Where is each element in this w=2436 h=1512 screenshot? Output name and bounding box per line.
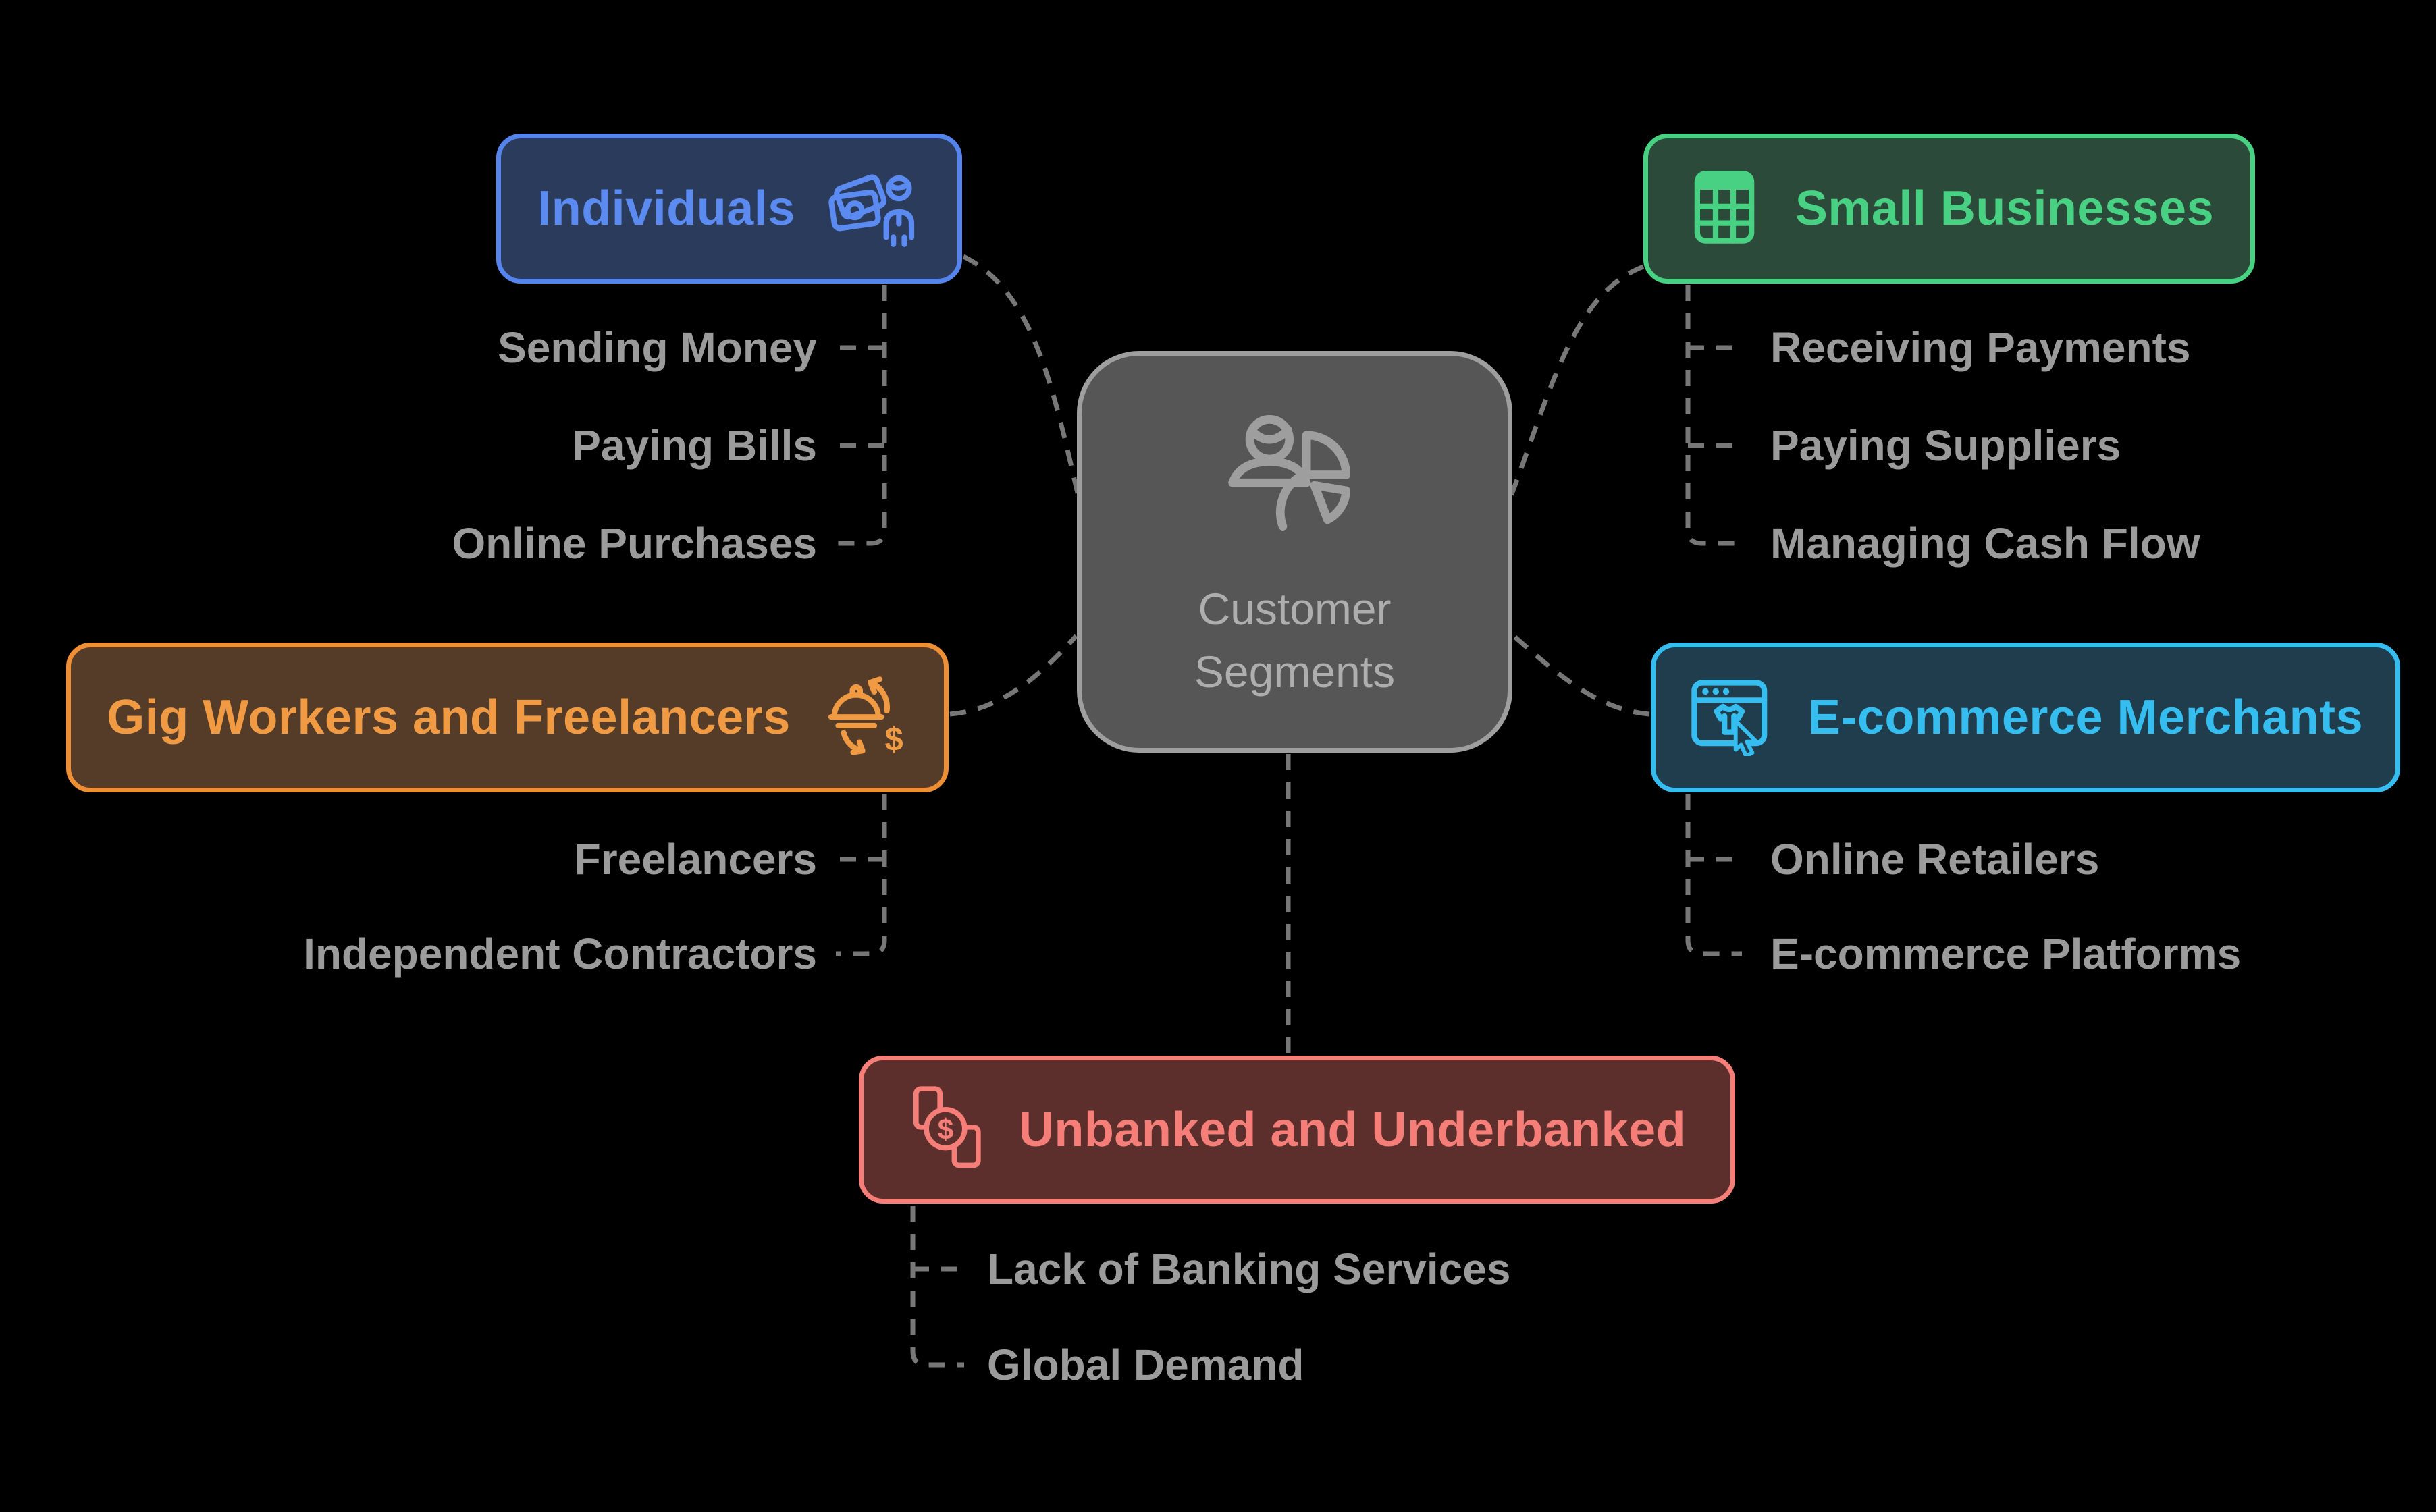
child-label-online-retailers[interactable]: Online Retailers <box>1770 835 2100 884</box>
branch-node-individuals[interactable]: Individuals <box>496 134 962 284</box>
cash-transfer-icon: $ <box>908 1084 988 1175</box>
child-label-lack-of-banking-services[interactable]: Lack of Banking Services <box>987 1245 1511 1293</box>
child-label-freelancers[interactable]: Freelancers <box>574 835 817 884</box>
child-label-managing-cash-flow[interactable]: Managing Cash Flow <box>1770 519 2200 568</box>
connector-ecom-center <box>1512 634 1650 717</box>
browser-shopping-cursor-icon <box>1688 676 1777 759</box>
child-label-sending-money[interactable]: Sending Money <box>498 323 817 372</box>
branch-node-gig-workers[interactable]: Gig Workers and Freelancers $ <box>66 643 949 792</box>
connector-individuals-center <box>962 254 1081 497</box>
food-money-exchange-icon: $ <box>822 673 908 763</box>
branch-node-ecommerce-merchants[interactable]: E-commerce Merchants <box>1651 643 2400 792</box>
branch-node-unbanked[interactable]: $ Unbanked and Underbanked <box>859 1056 1735 1204</box>
branch-label: Small Businesses <box>1795 182 2215 236</box>
connector-unbanked-children <box>910 1206 964 1368</box>
connector-individuals-children <box>836 285 887 546</box>
branch-node-small-businesses[interactable]: Small Businesses <box>1643 134 2255 284</box>
child-label-receiving-payments[interactable]: Receiving Payments <box>1770 323 2191 372</box>
child-label-paying-bills[interactable]: Paying Bills <box>572 421 817 470</box>
connector-gig-center <box>949 634 1078 717</box>
center-node-customer-segments[interactable]: Customer Segments <box>1077 351 1512 753</box>
cash-person-icon <box>826 167 921 250</box>
spreadsheet-grid-icon <box>1685 167 1764 250</box>
person-pie-chart-icon <box>1222 401 1367 549</box>
branch-label: Unbanked and Underbanked <box>1018 1102 1687 1157</box>
branch-label: Individuals <box>537 182 795 236</box>
branch-label: E-commerce Merchants <box>1807 691 2364 745</box>
connector-smallbiz-center <box>1508 264 1645 497</box>
branch-label: Gig Workers and Freelancers <box>107 691 791 745</box>
child-label-online-purchases[interactable]: Online Purchases <box>452 519 817 568</box>
connector-ecom-children <box>1685 794 1742 956</box>
child-label-independent-contractors[interactable]: Independent Contractors <box>303 929 817 978</box>
child-label-global-demand[interactable]: Global Demand <box>987 1341 1304 1389</box>
connector-smallbiz-children <box>1685 285 1742 546</box>
child-label-ecommerce-platforms[interactable]: E-commerce Platforms <box>1770 929 2242 978</box>
svg-text:$: $ <box>938 1114 954 1146</box>
svg-text:$: $ <box>884 722 903 758</box>
connector-gig-children <box>836 794 887 956</box>
child-label-paying-suppliers[interactable]: Paying Suppliers <box>1770 421 2121 470</box>
center-node-label: Customer Segments <box>1194 584 1396 697</box>
